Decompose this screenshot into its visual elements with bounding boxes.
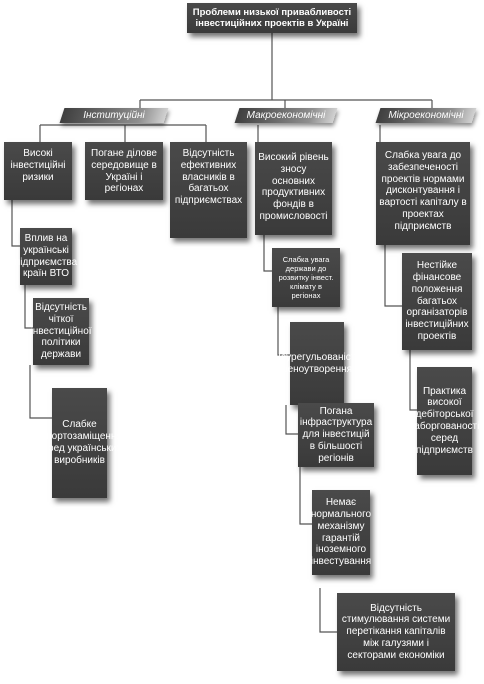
- institutional-box-5: Відсутність чіткої інвестиційної політик…: [30, 298, 92, 365]
- macro-box-3: Неурегульованість ценоутворення: [274, 322, 361, 405]
- micro-box-3: Практика високої дебіторської заборгован…: [410, 367, 479, 475]
- category-micro: Мікроекономічні: [375, 108, 477, 123]
- category-institutional: Інституційні: [59, 108, 169, 123]
- institutional-box-6: Слабке імпортозаміщення серед українськи…: [37, 388, 122, 498]
- macro-box-5: Немає нормального механізму гарантій іно…: [311, 490, 371, 575]
- micro-box-2: Нестійке фінансове положення багатьох ор…: [402, 253, 472, 350]
- micro-box-1: Слабка увага до забезпеченості проектів …: [376, 142, 470, 245]
- institutional-box-3: Відсутність ефективних власників в багат…: [170, 142, 247, 238]
- macro-box-1: Високий рівень зносу основних продуктивн…: [255, 142, 332, 235]
- institutional-box-1: Високі інвестиційні ризики: [4, 142, 72, 200]
- diagram-title: Проблеми низької привабливості інвестиці…: [187, 3, 357, 33]
- category-institutional-label: Інституційні: [83, 110, 145, 121]
- macro-box-6: Відсутність стимулювання системи перетік…: [337, 593, 455, 671]
- institutional-box-2: Погане ділове середовище в Україні і рег…: [85, 142, 163, 200]
- category-macro-label: Макроекономічні: [246, 110, 326, 121]
- category-macro: Макроекономічні: [234, 108, 338, 123]
- institutional-box-4: Вплив на українські підприємства країн В…: [15, 228, 77, 285]
- macro-box-4: Погана інфраструктура для інвестицій в б…: [298, 403, 374, 467]
- category-micro-label: Мікроекономічні: [388, 110, 464, 121]
- macro-box-2: Слабка увага держави до розвитку інвест.…: [272, 248, 340, 307]
